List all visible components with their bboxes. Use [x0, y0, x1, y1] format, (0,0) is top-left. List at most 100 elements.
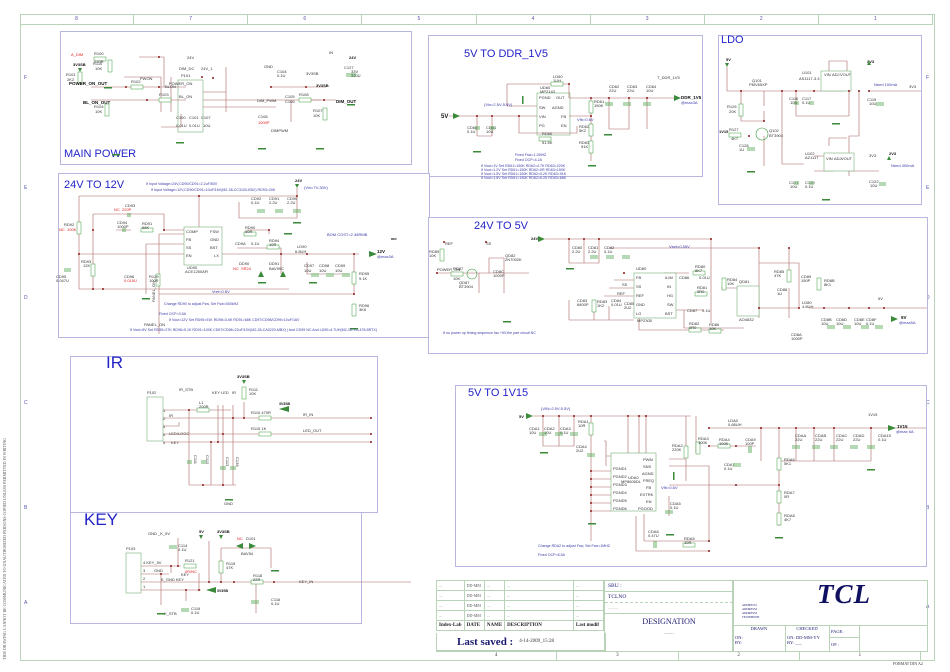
svg-text:PGND3: PGND3	[613, 482, 628, 487]
inductor-l1	[196, 407, 210, 413]
svg-text:CDA3: CDA3	[560, 426, 571, 431]
svg-text:D101: D101	[246, 536, 256, 541]
svg-text:8K1: 8K1	[824, 282, 832, 287]
row-label: A	[24, 600, 28, 606]
svg-text:3V3SB: 3V3SB	[279, 402, 291, 406]
output-label: 5V	[901, 315, 907, 320]
svg-text:CD62: CD62	[609, 84, 620, 89]
connector-label: P102	[147, 390, 157, 395]
svg-text:91K: 91K	[581, 144, 588, 149]
svg-text:CD93: CD93	[125, 203, 136, 208]
svg-text:CDA15: CDA15	[878, 433, 892, 438]
svg-text:5K2: 5K2	[579, 128, 587, 133]
svg-text:1000P: 1000P	[791, 336, 803, 341]
svg-text:PGND6: PGND6	[613, 506, 628, 511]
svg-text:0.01U: 0.01U	[189, 123, 200, 128]
svg-text:Q102: Q102	[769, 128, 780, 133]
svg-text:C119: C119	[191, 606, 201, 611]
power-arrow-icon	[725, 63, 729, 67]
history-header: Index-Lab DATE NAME DESCRIPTION Last mod…	[436, 620, 605, 631]
row-label: F	[926, 75, 930, 81]
svg-text:RD95: RD95	[359, 271, 370, 276]
ground-symbols	[540, 452, 875, 539]
designation-panel: SBU : TCLNO .......... DESIGNATION -----…	[604, 580, 734, 652]
svg-text:C121: C121	[789, 180, 799, 185]
svg-text:0.1U: 0.1U	[805, 184, 814, 189]
svg-text:SW: SW	[667, 302, 674, 307]
svg-text:10U: 10U	[869, 101, 876, 106]
resistor-r110	[258, 415, 272, 421]
column-label: 1	[800, 652, 921, 660]
resistor-r126	[738, 103, 744, 117]
svg-text:VIN: VIN	[824, 72, 831, 77]
svg-text:FREQ: FREQ	[643, 478, 654, 483]
svg-text:6800P: 6800P	[577, 302, 589, 307]
ic-u101	[820, 70, 852, 92]
svg-text:24V_1: 24V_1	[201, 66, 213, 71]
svg-text:CD8B: CD8B	[821, 317, 832, 322]
ground-symbols	[473, 96, 612, 167]
svg-text:RD92: RD92	[64, 222, 75, 227]
svg-text:DIM_DC: DIM_DC	[179, 66, 194, 71]
svg-text:CD60: CD60	[467, 125, 478, 130]
power-arrow-icon	[279, 406, 289, 412]
testpoint-label: IR_STB	[179, 387, 193, 392]
ground-symbols	[747, 123, 840, 201]
resistor-rd95	[351, 271, 357, 285]
column-label: 2	[679, 652, 800, 660]
svg-text:CDA7: CDA7	[724, 462, 735, 467]
power-arrow-icon	[891, 316, 898, 322]
svg-text:REF: REF	[445, 241, 454, 246]
svg-text:22U: 22U	[815, 437, 822, 442]
transistor-q102	[755, 127, 769, 141]
svg-text:BT3904: BT3904	[459, 284, 474, 289]
svg-text:K_STB: K_STB	[164, 611, 177, 616]
row-label: F	[24, 75, 28, 81]
svg-text:3V3SB: 3V3SB	[316, 83, 329, 88]
svg-text:RDA4: RDA4	[719, 437, 730, 442]
output-label: IR_IN	[303, 412, 313, 417]
block-title: IR	[106, 353, 123, 372]
svg-text:10K: 10K	[95, 66, 102, 71]
svg-text:10U: 10U	[836, 321, 843, 326]
svg-text:RD81: RD81	[697, 285, 708, 290]
net-label: PANEL_ON	[144, 322, 165, 327]
resistor-rda1	[588, 422, 594, 436]
svg-text:EN: EN	[186, 253, 192, 258]
svg-text:R108: R108	[299, 92, 309, 97]
svg-text:SR24: SR24	[241, 266, 252, 271]
svg-text:CD91: CD91	[269, 196, 280, 201]
svg-text:FB: FB	[636, 275, 641, 280]
input-label: 5V	[441, 114, 448, 120]
svg-text:0.1U: 0.1U	[802, 100, 811, 105]
resistor-r107	[322, 107, 328, 121]
svg-text:CDA1: CDA1	[529, 426, 540, 431]
company-panel: TCL ADDRESS1 ADDRESS2 ADDRESS3 TELEPHONE…	[732, 579, 928, 652]
testpoint-label: T_DDR_1V5	[657, 75, 680, 80]
config-note: If Vout=12V Set RD95=91K RD96=3.6K RD91=…	[169, 318, 300, 322]
net-label: POWER_ON	[437, 267, 460, 272]
svg-text:1U: 1U	[739, 147, 744, 152]
dots-field: ..........	[605, 603, 733, 614]
svg-text:PGND4: PGND4	[613, 490, 628, 495]
svg-text:COMP: COMP	[186, 229, 198, 234]
svg-text:CDAC: CDAC	[836, 433, 847, 438]
svg-text:0R/NC: 0R/NC	[185, 569, 197, 574]
svg-text:RD94: RD94	[269, 238, 280, 243]
svg-text:10K: 10K	[95, 109, 102, 114]
svg-text:RD84: RD84	[727, 277, 738, 282]
svg-text:10R: 10R	[684, 540, 691, 545]
resistor-r104	[104, 103, 110, 117]
svg-text:RD96: RD96	[359, 303, 370, 308]
svg-text:VIN: VIN	[826, 156, 833, 161]
svg-text:C104: C104	[277, 69, 287, 74]
svg-text:R110: R110	[93, 61, 103, 66]
resistor-rda3	[695, 441, 701, 455]
power-arrow-icon	[206, 587, 216, 593]
svg-text:U102: U102	[805, 151, 815, 156]
resistor-rd82	[688, 327, 702, 333]
svg-text:0.47U: 0.47U	[648, 533, 659, 538]
